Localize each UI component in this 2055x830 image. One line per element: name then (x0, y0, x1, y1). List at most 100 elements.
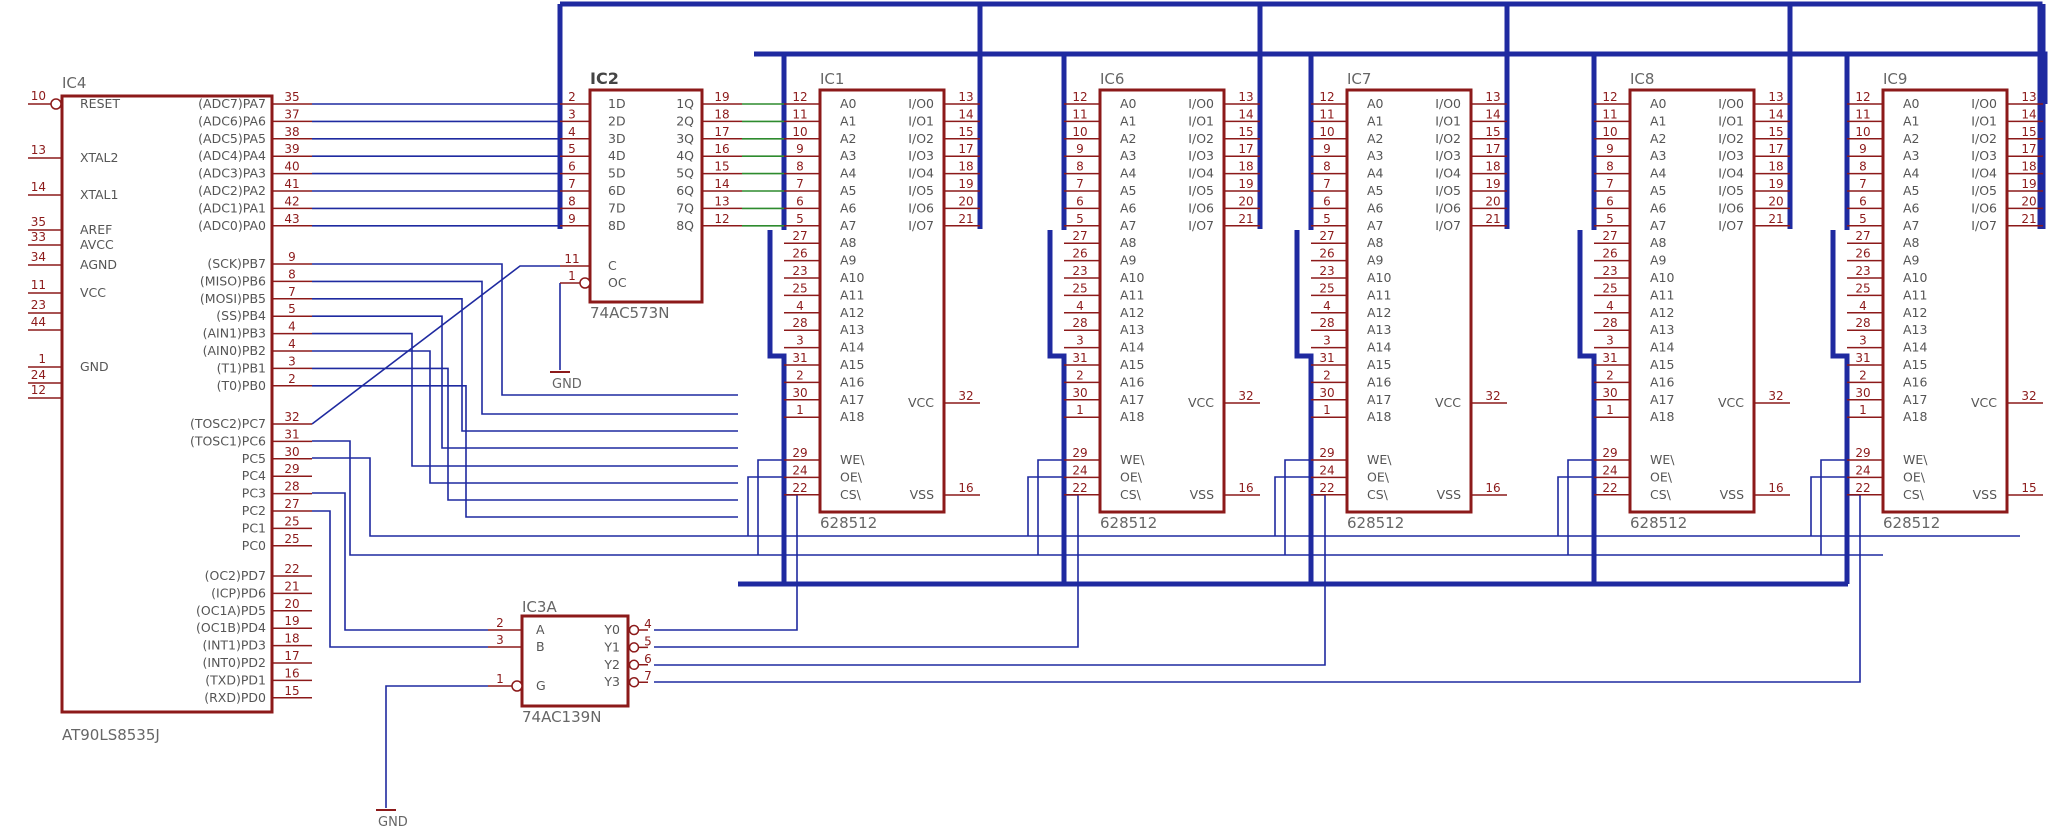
ram-ic1-pin-number: 22 (792, 481, 807, 495)
ram-ic9-pin-number: 27 (1855, 229, 1870, 243)
ic2-ref: IC2 (590, 69, 619, 88)
ic2-pin-label: 4D (608, 148, 626, 163)
ram-ic6-pin-number: 2 (1076, 368, 1084, 382)
ram-ic1-body (818, 88, 946, 514)
ram-ic9-pin-number: 9 (1859, 142, 1867, 156)
ram-ic9-pin-label: A2 (1903, 131, 1920, 146)
ic4-pin-label: PC0 (242, 538, 266, 553)
ram-ic7-pin-label: A15 (1367, 357, 1391, 372)
oe-stub (1810, 476, 1847, 536)
pb-wire (312, 263, 738, 396)
ram-ic8-pin-label: A16 (1650, 374, 1675, 389)
pb-wire (312, 350, 738, 484)
ram-ic7-pin-label: A14 (1367, 340, 1392, 355)
ram-ic9-pin-label: I/O3 (1971, 148, 1997, 163)
ram-ic7-pin-label: I/O6 (1435, 200, 1461, 215)
ram-ic9-pin-number: 24 (1855, 463, 1870, 477)
ram-ic9-pin-number: 28 (1855, 316, 1870, 330)
ram-ic7-pin-label: I/O0 (1435, 96, 1461, 111)
ic4-pin-number: 15 (284, 684, 299, 698)
ic2-pin-label: 3D (608, 131, 626, 146)
ic4-pin-label: PC2 (242, 503, 266, 518)
ic2-pin-number: 8 (568, 194, 576, 208)
ic3-pin-number: 4 (644, 617, 652, 631)
ram-ic9-pin-label: A8 (1903, 235, 1920, 250)
ram-ic6-pin-number: 11 (1072, 107, 1087, 121)
ic2-pin-number: 2 (568, 90, 576, 104)
ram-ic7-pin-number: 1 (1323, 403, 1331, 417)
ram-ic7-pin-number: 29 (1319, 446, 1334, 460)
ram-ic9-pin-label: I/O5 (1971, 183, 1997, 198)
ram-ic9-pin-label: WE\ (1903, 452, 1928, 467)
ram-ic1-pin-label: I/O0 (908, 96, 934, 111)
we-stub (757, 459, 784, 555)
ram-ic1-pin-number: 23 (792, 264, 807, 278)
ic2-pin-label: 8D (608, 218, 626, 233)
ram-ic9-pin-number: 12 (1855, 90, 1870, 104)
ram-ic8-pin-number: 30 (1602, 386, 1617, 400)
ram-ic8-pin-label: A5 (1650, 183, 1667, 198)
ram-ic1-pin-label: OE\ (840, 469, 863, 484)
ic4-pin-label: (MISO)PB6 (200, 273, 266, 288)
ic2-pin-number: 19 (714, 90, 729, 104)
ram-ic1-pin-label: A16 (840, 374, 865, 389)
ram-ic6-pin-label: I/O4 (1188, 166, 1214, 181)
ram-ic9-pin-number: 21 (2021, 212, 2036, 226)
ic4-pin-number: 11 (31, 278, 46, 292)
ic4-pin-label: (ADC6)PA6 (198, 113, 266, 128)
ram-ic7-pin-number: 18 (1485, 160, 1500, 174)
ic3-ref: IC3A (522, 598, 557, 616)
ic4-pin-label: (OC1B)PD4 (196, 620, 266, 635)
ram-ic6-ref: IC6 (1100, 70, 1124, 88)
ic2-pin-label: 8Q (676, 218, 694, 233)
ram-ic8-pin-number: 23 (1602, 264, 1617, 278)
ic4-pin-number: 30 (284, 445, 299, 459)
ram-ic8-pin-label: A7 (1650, 218, 1667, 233)
ic4-pin-number: 4 (288, 320, 296, 334)
ram-ic9-pin-number: 5 (1859, 212, 1867, 226)
ram-ic7-pin-label: I/O2 (1435, 131, 1461, 146)
ic2-pin-number: 3 (568, 107, 576, 121)
ic3-pin-label: Y2 (603, 657, 620, 672)
ram-ic8-pin-label: CS\ (1650, 487, 1672, 502)
ram-ic9-pin-label: A10 (1903, 270, 1928, 285)
ram-ic6-pin-number: 32 (1238, 389, 1253, 403)
ram-ic8-part: 628512 (1630, 514, 1687, 532)
ram-ic6-pin-label: A3 (1120, 148, 1137, 163)
ram-ic7-pin-number: 31 (1319, 351, 1334, 365)
ram-ic9-pin-number: 22 (1855, 481, 1870, 495)
ram-ic1-pin-number: 30 (792, 386, 807, 400)
ic2-pin-label: 5D (608, 166, 626, 181)
ram-ic9-pin-number: 25 (1855, 281, 1870, 295)
ic4-pin-label: (ADC2)PA2 (198, 183, 266, 198)
ram-ic7-pin-label: A13 (1367, 322, 1391, 337)
ic4-pin-number: 29 (284, 462, 299, 476)
ram-ic7-pin-number: 25 (1319, 281, 1334, 295)
ic4-pin-label: VCC (80, 285, 106, 300)
ic4-pin-number: 8 (288, 267, 296, 281)
ram-ic7-pin-number: 9 (1323, 142, 1331, 156)
ram-ic8-pin-label: OE\ (1650, 469, 1673, 484)
ic2-pin-label: C (608, 258, 617, 273)
ram-ic8-pin-label: I/O1 (1718, 113, 1744, 128)
ic4-pin-number: 24 (31, 368, 46, 382)
ram-ic7-pin-number: 30 (1319, 386, 1334, 400)
ram-ic1-part: 628512 (820, 514, 877, 532)
ram-ic6-pin-number: 25 (1072, 281, 1087, 295)
ic2-pin-number: 11 (564, 252, 579, 266)
ram-ic9-pin-label: A0 (1903, 96, 1920, 111)
ic4-pin-number: 17 (284, 649, 299, 663)
ic3-pin-label: A (536, 622, 545, 637)
ic4-pin-label: (RXD)PD0 (204, 690, 266, 705)
ram-ic7-part: 628512 (1347, 514, 1404, 532)
ic4-pin-number: 37 (284, 107, 299, 121)
ram-ic1-pin-number: 6 (796, 194, 804, 208)
ram-ic8-pin-number: 15 (1768, 125, 1783, 139)
ram-ic1-pin-label: A4 (840, 166, 857, 181)
ram-ic6-pin-number: 9 (1076, 142, 1084, 156)
ram-ic8-pin-label: VCC (1718, 395, 1744, 410)
ram-ic8-pin-number: 19 (1768, 177, 1783, 191)
ic3-out-bubble (628, 624, 640, 636)
ram-ic6-pin-number: 26 (1072, 247, 1087, 261)
